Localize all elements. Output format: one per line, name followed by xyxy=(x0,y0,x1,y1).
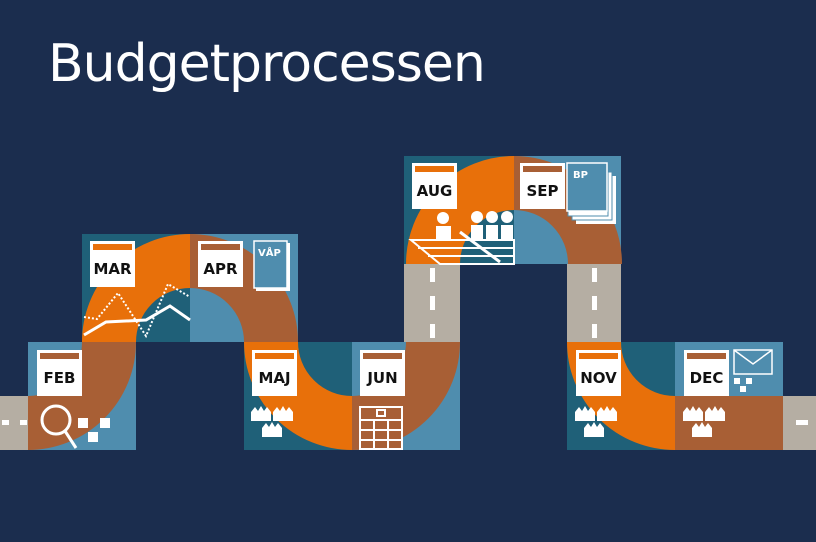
path-feb xyxy=(26,340,136,450)
vap-label: VÅP xyxy=(258,246,281,259)
magnifier-icon xyxy=(40,404,78,449)
data-squares-icon xyxy=(78,418,110,442)
calendar-stripe xyxy=(415,166,454,172)
month-label: AUG xyxy=(417,182,453,200)
data-squares-icon xyxy=(734,378,752,392)
month-label: MAR xyxy=(93,260,132,278)
month-label: FEB xyxy=(44,369,76,387)
month-label: APR xyxy=(203,260,238,278)
calendar-aug: AUG xyxy=(412,163,457,209)
calendar-stripe xyxy=(687,353,726,359)
calendar-stripe xyxy=(523,166,562,172)
calendar-apr: APR xyxy=(198,241,243,287)
calendar-grid-icon xyxy=(359,406,403,450)
month-label: DEC xyxy=(690,369,724,387)
rowing-boat-icon xyxy=(408,211,515,265)
calendar-stripe xyxy=(40,353,79,359)
month-label: NOV xyxy=(580,369,617,387)
envelope-icon xyxy=(733,349,773,375)
month-label: MAJ xyxy=(258,369,290,387)
calendar-feb: FEB xyxy=(37,350,82,396)
month-calendars: FEB MAR APR MAJ JUN AUG SEP NOV DEC xyxy=(37,163,729,396)
calendar-dec: DEC xyxy=(684,350,729,396)
calendar-stripe xyxy=(363,353,402,359)
calendar-sep: SEP xyxy=(520,163,565,209)
calendar-stripe xyxy=(579,353,618,359)
bp-document-stack-icon: BP xyxy=(566,162,616,224)
page-title: Budgetprocessen xyxy=(48,34,486,94)
calendar-jun: JUN xyxy=(360,350,405,396)
crowns-icon xyxy=(251,406,725,437)
bp-label: BP xyxy=(573,170,588,181)
calendar-nov: NOV xyxy=(576,350,621,396)
line-chart-icon xyxy=(83,282,191,339)
vap-document-icon: VÅP xyxy=(253,240,290,291)
calendar-stripe xyxy=(201,244,240,250)
calendar-stripe xyxy=(255,353,294,359)
month-label: SEP xyxy=(526,182,558,200)
calendar-mar: MAR xyxy=(90,241,135,287)
calendar-maj: MAJ xyxy=(252,350,297,396)
calendar-stripe xyxy=(93,244,132,250)
road-markings xyxy=(2,268,808,425)
month-label: JUN xyxy=(366,369,397,387)
